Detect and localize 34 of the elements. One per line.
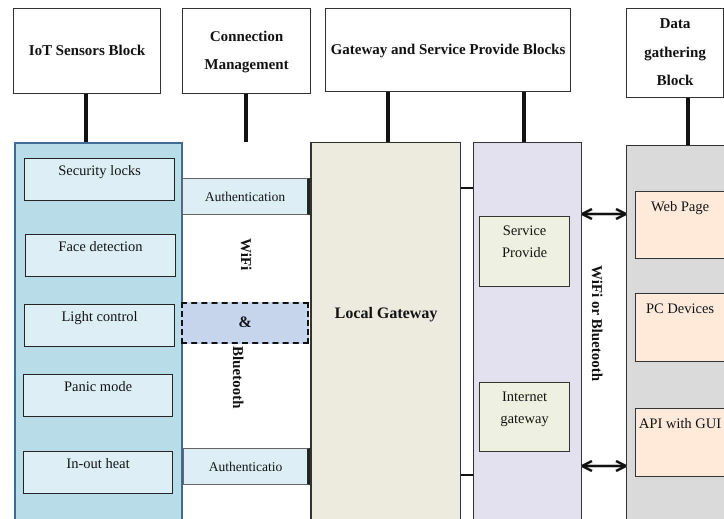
box-label: Local Gateway — [334, 304, 438, 324]
box-label: Data gathering Block — [643, 15, 707, 92]
box-label: Panic mode — [64, 379, 132, 396]
double-arrow — [580, 208, 628, 220]
box-label: API with GUI — [638, 415, 722, 434]
box-label: Web Page — [650, 198, 710, 217]
box-label: Connection Management — [203, 28, 290, 75]
box-label: PC Devices — [646, 300, 714, 319]
box-label: Internet gateway — [499, 388, 550, 429]
box-label: Gateway and Service Provide Blocks — [330, 40, 566, 60]
box-label: Light control — [61, 309, 138, 326]
double-arrow — [580, 460, 628, 472]
vertical-label: Bluetooth — [228, 346, 245, 409]
connector-line — [244, 94, 248, 142]
vertical-label: WiFi or Bluetooth — [587, 265, 604, 382]
connector-line — [461, 187, 473, 189]
box-label: IoT Sensors Block — [28, 42, 146, 61]
box-label: & — [238, 314, 252, 332]
connector-line — [461, 474, 473, 476]
connector-line — [84, 94, 88, 142]
vertical-label: WiFi — [236, 238, 253, 270]
connector-line — [386, 92, 390, 142]
box-label: Authenticatio — [208, 458, 282, 474]
box-label: Service Provide — [500, 222, 548, 263]
connector-line — [686, 98, 690, 145]
data-panel — [626, 145, 724, 519]
box-label: In-out heat — [66, 456, 130, 473]
sensor-panel — [14, 142, 183, 519]
connector-line — [522, 92, 526, 142]
connection-column — [183, 142, 311, 519]
box-label: Security locks — [58, 163, 141, 180]
service-panel — [473, 142, 582, 519]
box-label: Face detection — [58, 239, 143, 256]
box-label: Authentication — [204, 188, 286, 204]
